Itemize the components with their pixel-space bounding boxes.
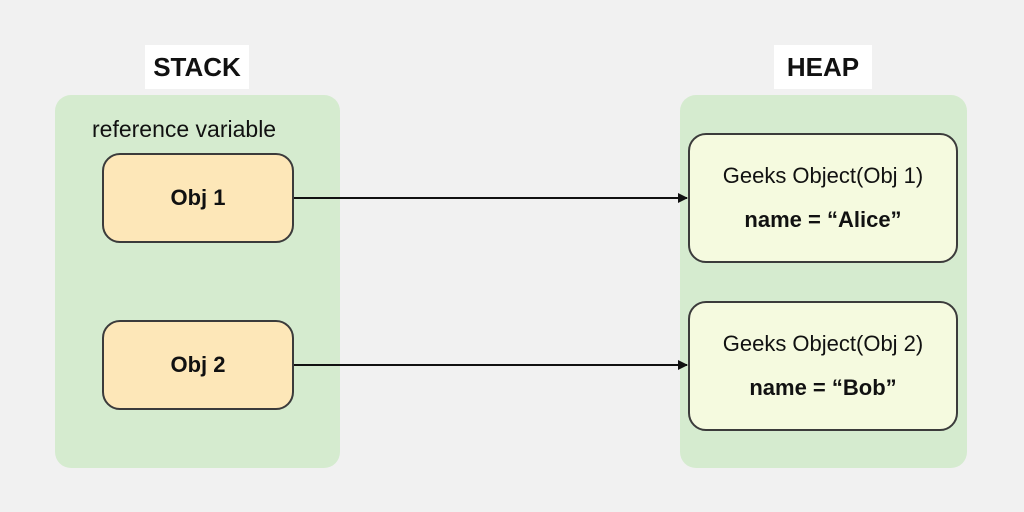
stack-title: STACK: [145, 45, 249, 89]
heap-object-2: Geeks Object(Obj 2) name = “Bob”: [688, 301, 958, 431]
stack-ref-obj2-label: Obj 2: [170, 352, 226, 377]
heap-object-2-field: name = “Bob”: [749, 375, 897, 400]
stack-ref-obj1: Obj 1: [102, 153, 294, 243]
reference-variable-caption: reference variable: [92, 116, 277, 142]
heap-title: HEAP: [774, 45, 872, 89]
heap-object-1: Geeks Object(Obj 1) name = “Alice”: [688, 133, 958, 263]
heap-object-2-title: Geeks Object(Obj 2): [722, 331, 924, 356]
heap-object-1-field: name = “Alice”: [744, 207, 902, 232]
stack-ref-obj2: Obj 2: [102, 320, 294, 410]
stack-ref-obj1-label: Obj 1: [170, 185, 226, 210]
heap-object-1-title: Geeks Object(Obj 1): [722, 163, 924, 188]
